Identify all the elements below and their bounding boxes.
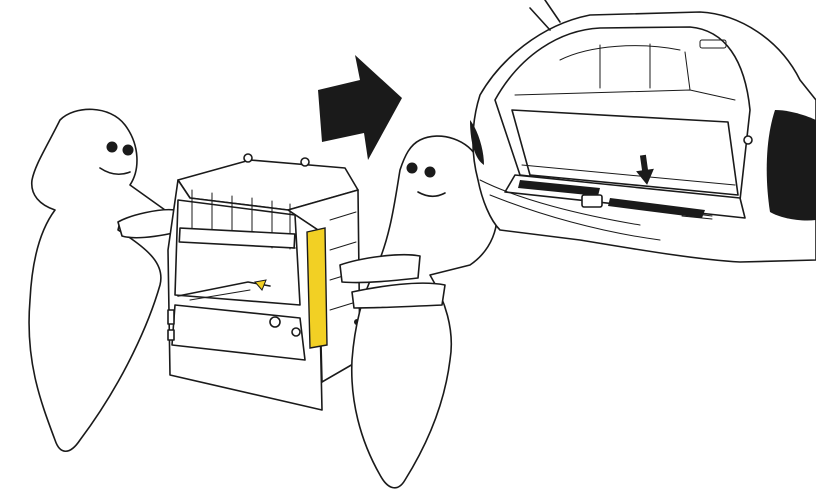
left-person bbox=[29, 109, 178, 451]
car-trunk bbox=[470, 0, 816, 262]
left-person-eye-left bbox=[107, 142, 118, 153]
right-person-eye-left bbox=[407, 163, 418, 174]
big-right-arrow-icon bbox=[318, 55, 402, 160]
left-person-eye-right bbox=[123, 145, 134, 156]
dog-crate bbox=[168, 154, 360, 410]
right-person bbox=[340, 136, 496, 488]
right-person-eye-right bbox=[425, 167, 436, 178]
highlight-strip bbox=[307, 228, 327, 348]
